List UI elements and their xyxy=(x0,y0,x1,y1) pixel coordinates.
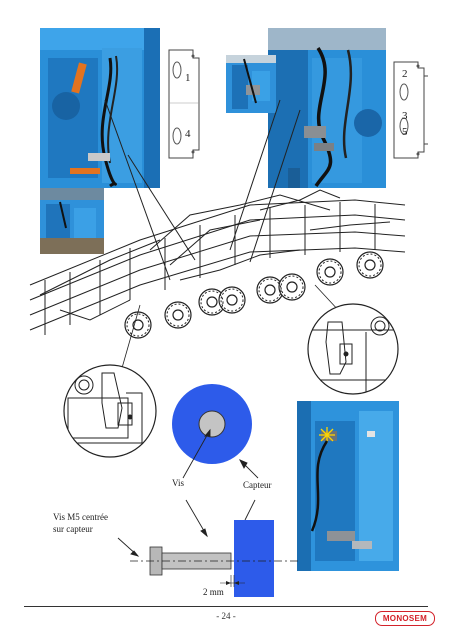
plate-left-mark-1: 1 xyxy=(185,72,191,84)
label-capteur: Capteur xyxy=(243,480,272,490)
plate-diagram-left: 1 4 xyxy=(163,48,203,160)
detail-circle-left xyxy=(62,363,158,459)
plate-right-mark-5: 5 xyxy=(402,126,408,138)
label-gap-2mm: 2 mm xyxy=(203,587,224,597)
plate-right-mark-3: 3 xyxy=(402,110,408,122)
photo-sensor-left xyxy=(40,28,160,188)
footer-rule xyxy=(24,606,428,607)
photo-inset-left xyxy=(40,188,104,254)
brand-logo: MONOSEM xyxy=(375,611,435,626)
plate-diagram-right: 2 3 5 xyxy=(390,60,430,160)
page-number: - 24 - xyxy=(216,611,236,621)
photo-inset-right xyxy=(226,55,276,113)
label-vis-m5-line1: Vis M5 centrée xyxy=(53,512,108,522)
label-vis: Vis xyxy=(172,478,184,488)
plate-right-mark-2: 2 xyxy=(402,68,408,80)
photo-sensor-adjust xyxy=(297,401,399,571)
photo-sensor-right xyxy=(268,28,386,188)
label-vis-m5-line2: sur capteur xyxy=(53,524,93,534)
screw-sensor-sideview xyxy=(130,520,300,597)
detail-circle-right xyxy=(306,302,400,396)
sensor-face-diagram xyxy=(172,384,252,464)
plate-left-mark-4: 4 xyxy=(185,128,191,140)
